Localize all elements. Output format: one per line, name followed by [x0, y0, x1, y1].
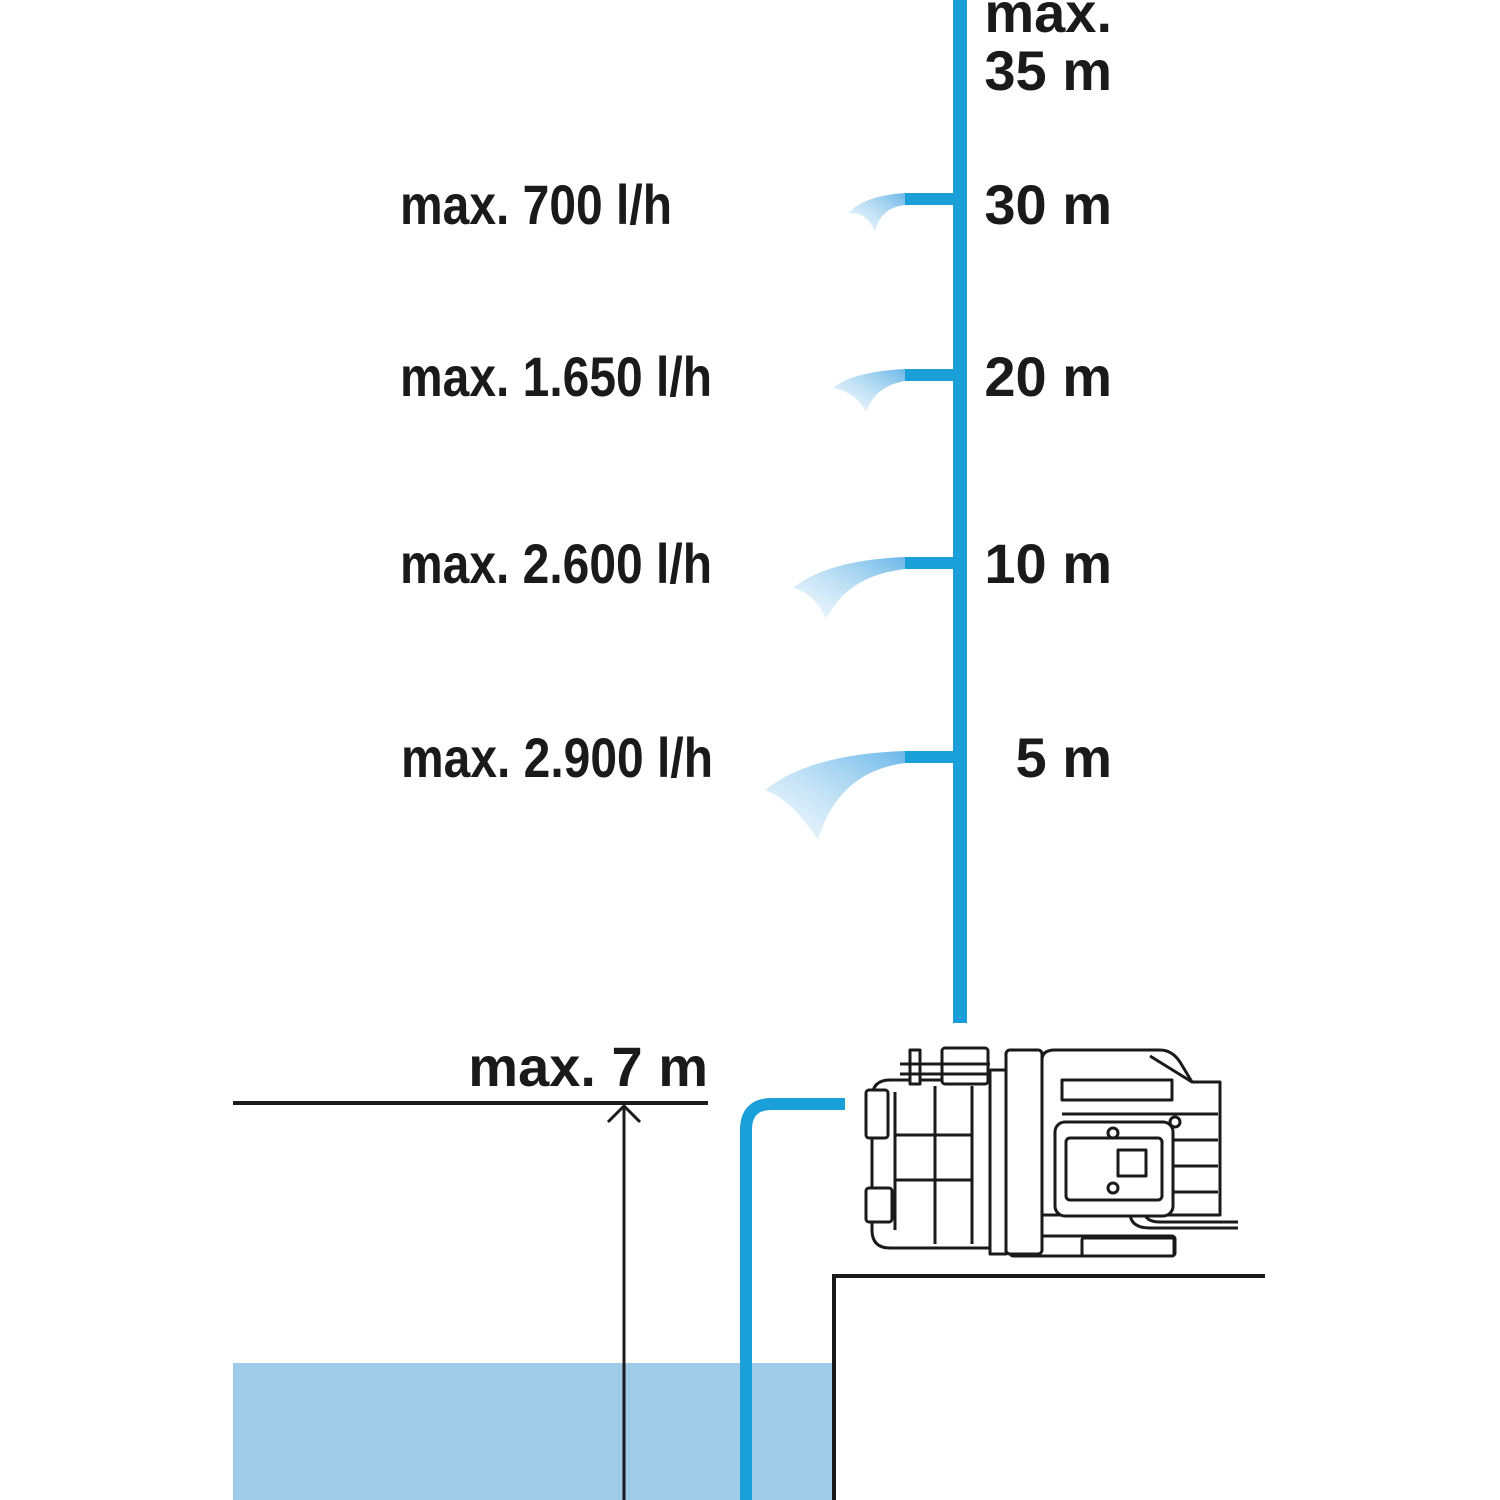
- flow-label-10m: max. 2.600 l/h: [400, 532, 712, 595]
- outlet-5m: [765, 751, 960, 840]
- water-spray: [793, 557, 905, 620]
- outlet-20m: [833, 369, 960, 412]
- max-head-label-line1: max.: [984, 0, 1112, 44]
- up-arrow-icon: [606, 1103, 642, 1500]
- water-spray: [848, 193, 905, 232]
- outlet-10m: [793, 557, 960, 620]
- suction-pipe: [740, 1098, 845, 1500]
- flow-label-20m: max. 1.650 l/h: [400, 345, 712, 408]
- water-reservoir: [233, 1363, 833, 1500]
- flow-label-5m: max. 2.900 l/h: [401, 726, 713, 789]
- garden-pump-icon: [864, 1046, 1238, 1258]
- suction-height-label: max. 7 m: [468, 1035, 708, 1098]
- ground-ledge: [832, 1274, 1265, 1500]
- flow-label-30m: max. 700 l/h: [400, 173, 672, 236]
- water-spray: [765, 751, 905, 840]
- water-spray: [833, 369, 905, 412]
- max-head-label-line2: 35 m: [984, 39, 1112, 102]
- height-label-30m: 30 m: [984, 173, 1112, 236]
- outlet-30m: [848, 193, 960, 232]
- height-label-10m: 10 m: [984, 532, 1112, 595]
- height-label-5m: 5 m: [1016, 726, 1113, 789]
- height-label-20m: 20 m: [984, 345, 1112, 408]
